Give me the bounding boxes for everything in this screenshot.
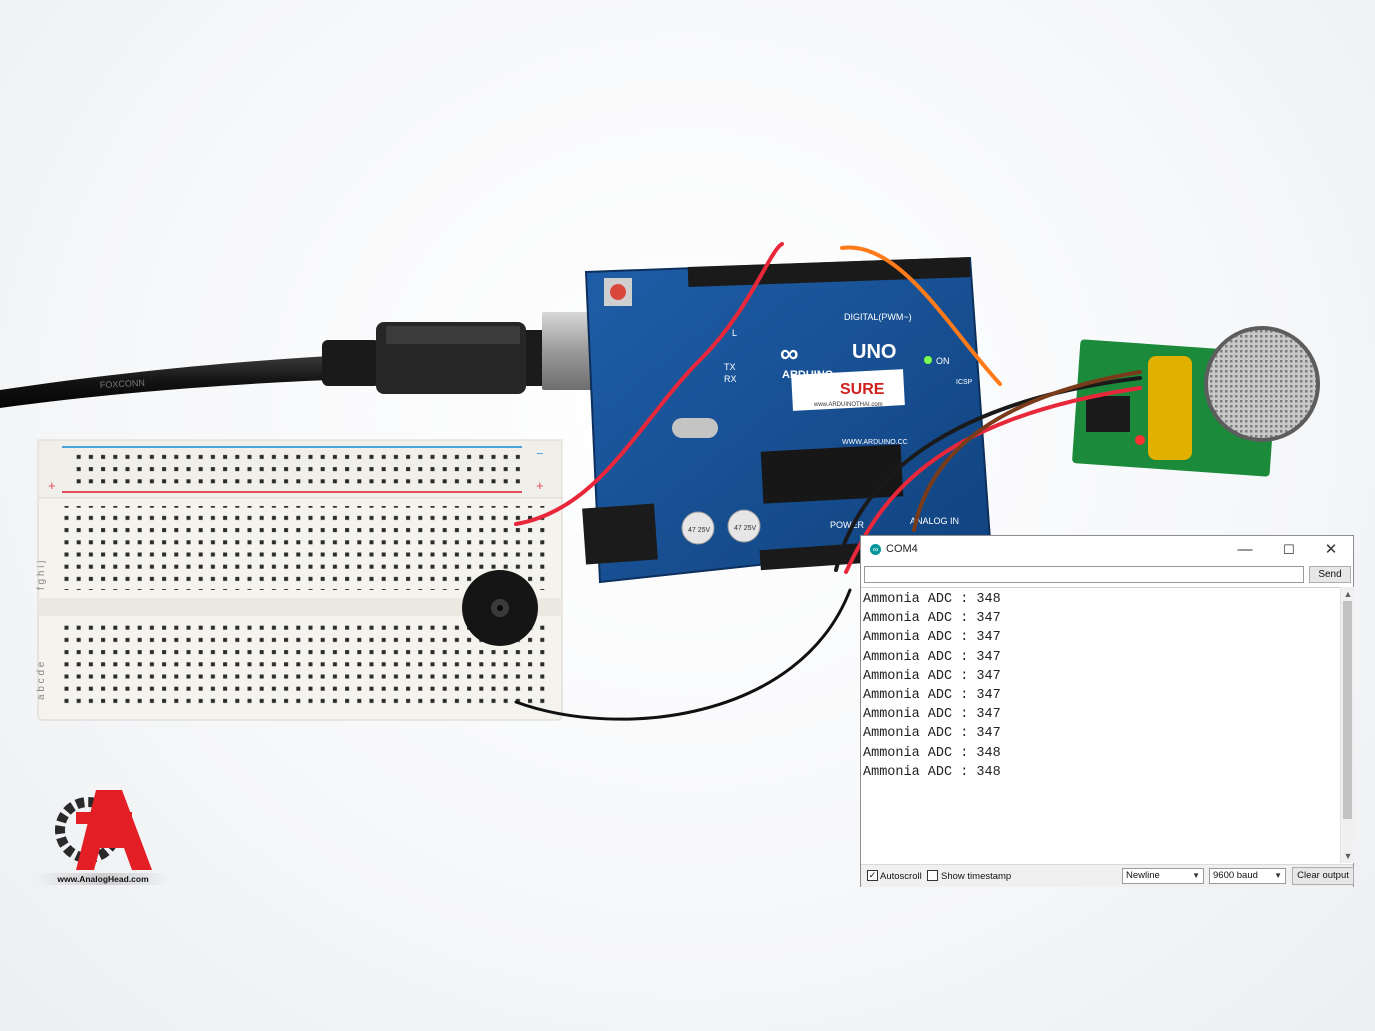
digital-label: DIGITAL(PWM~) — [844, 312, 912, 322]
l-label: L — [732, 328, 737, 338]
maximize-button[interactable]: ☐ — [1283, 542, 1295, 557]
row-letters-bottom: a b c d e — [36, 661, 47, 700]
gas-sensor-module — [1072, 326, 1320, 477]
vertical-scrollbar[interactable]: ▲ ▼ — [1340, 587, 1354, 863]
arduino-board: 47 25V 47 25V ∞ UNO ARDUINO SURE www.ARD… — [582, 256, 992, 584]
scroll-down-arrow-icon[interactable]: ▼ — [1343, 851, 1353, 861]
capacitor-2-label: 47 25V — [734, 525, 757, 532]
rx-label: RX — [724, 374, 737, 384]
baud-rate-value: 9600 baud — [1213, 870, 1258, 881]
autoscroll-checkbox[interactable]: ✓ — [867, 870, 878, 881]
usb-cable: FOXCONN — [0, 312, 646, 408]
capacitor-1-label: 47 25V — [688, 527, 711, 534]
scroll-thumb[interactable] — [1343, 601, 1352, 819]
serial-output-line: Ammonia ADC : 347 — [863, 649, 1001, 665]
serial-output-line: Ammonia ADC : 348 — [863, 764, 1001, 780]
send-input[interactable] — [864, 566, 1304, 583]
bottom-bar: ✓ Autoscroll Show timestamp Newline ▼ 96… — [861, 864, 1354, 887]
breadboard: + + − f g h i j a b c d e — [36, 439, 563, 721]
chevron-down-icon: ▼ — [1192, 871, 1200, 880]
minus-rail-sign: − — [536, 446, 544, 461]
autoscroll-label: Autoscroll — [880, 871, 922, 882]
board-model: UNO — [852, 341, 896, 363]
serial-output-line: Ammonia ADC : 348 — [863, 592, 1001, 607]
serial-output-line: Ammonia ADC : 347 — [863, 726, 1001, 742]
row-letters-top: f g h i j — [36, 561, 47, 590]
cable-brand-text: FOXCONN — [100, 378, 145, 390]
serial-output-line: Ammonia ADC : 348 — [863, 745, 1001, 761]
send-row: Send — [861, 564, 1353, 586]
serial-output-line: Ammonia ADC : 347 — [863, 707, 1001, 723]
sticker-url: www.ARDUINOTHAI.com — [813, 402, 883, 408]
chevron-down-icon: ▼ — [1274, 871, 1282, 880]
plus-rail-sign-right: + — [536, 478, 544, 493]
line-ending-value: Newline — [1126, 870, 1160, 881]
analog-label: ANALOG IN — [910, 516, 959, 526]
arduino-infinity-icon: ∞ — [780, 338, 799, 368]
arduino-icon: ∞ — [870, 544, 881, 555]
icsp-label: ICSP — [956, 379, 973, 386]
tx-label: TX — [724, 362, 736, 372]
window-title: COM4 — [886, 543, 918, 555]
title-bar: ∞ COM4 — ☐ ✕ — [861, 536, 1353, 564]
logo-url: www.AnalogHead.com — [36, 873, 170, 885]
serial-output-line: Ammonia ADC : 347 — [863, 611, 1001, 627]
baud-rate-select[interactable]: 9600 baud ▼ — [1209, 868, 1286, 884]
power-label: POWER — [830, 520, 865, 530]
send-button[interactable]: Send — [1309, 566, 1351, 583]
show-timestamp-label: Show timestamp — [941, 871, 1012, 882]
minimize-button[interactable]: — — [1237, 541, 1253, 558]
clear-output-button[interactable]: Clear output — [1292, 867, 1354, 885]
plus-rail-sign: + — [48, 478, 56, 493]
line-ending-select[interactable]: Newline ▼ — [1122, 868, 1204, 884]
show-timestamp-checkbox[interactable] — [927, 870, 938, 881]
scroll-up-arrow-icon[interactable]: ▲ — [1343, 589, 1353, 599]
on-led — [924, 356, 932, 364]
sticker-brand: SURE — [840, 381, 885, 398]
analoghead-logo — [55, 790, 152, 870]
serial-output-line: Ammonia ADC : 347 — [863, 630, 1001, 646]
close-button[interactable]: ✕ — [1324, 541, 1338, 558]
on-label: ON — [936, 356, 950, 366]
serial-output-line: Ammonia ADC : 347 — [863, 668, 1001, 684]
arduino-site: WWW.ARDUINO.CC — [842, 439, 908, 446]
serial-output-line: Ammonia ADC : 347 — [863, 687, 1001, 703]
